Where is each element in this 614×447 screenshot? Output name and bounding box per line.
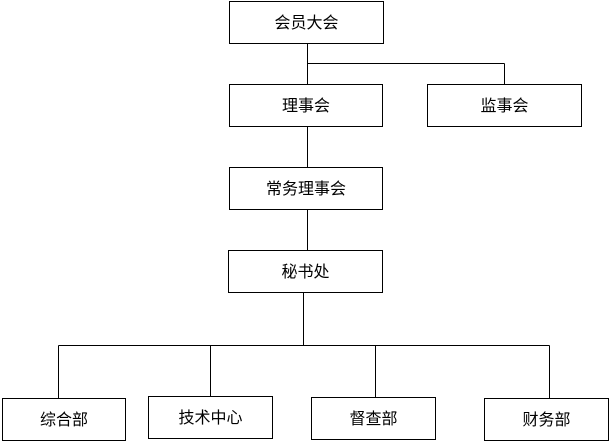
node-inspection-dept: 督查部 <box>311 397 436 440</box>
node-general-dept-label: 综合部 <box>39 409 88 429</box>
node-general-dept: 综合部 <box>2 398 126 441</box>
node-supervisory-board: 监事会 <box>427 84 582 127</box>
node-general-assembly: 会员大会 <box>229 1 384 44</box>
node-secretariat: 秘书处 <box>228 250 383 293</box>
node-standing-council-label: 常务理事会 <box>265 178 346 198</box>
node-finance-dept: 财务部 <box>484 398 609 441</box>
node-council: 理事会 <box>229 84 383 127</box>
node-supervisory-board-label: 监事会 <box>480 95 529 115</box>
node-standing-council: 常务理事会 <box>229 167 383 210</box>
node-finance-dept-label: 财务部 <box>522 409 571 429</box>
node-secretariat-label: 秘书处 <box>281 261 330 281</box>
node-general-assembly-label: 会员大会 <box>274 12 339 32</box>
node-inspection-dept-label: 督查部 <box>349 408 398 428</box>
node-tech-center-label: 技术中心 <box>178 407 243 427</box>
node-tech-center: 技术中心 <box>148 396 273 439</box>
node-council-label: 理事会 <box>281 95 330 115</box>
